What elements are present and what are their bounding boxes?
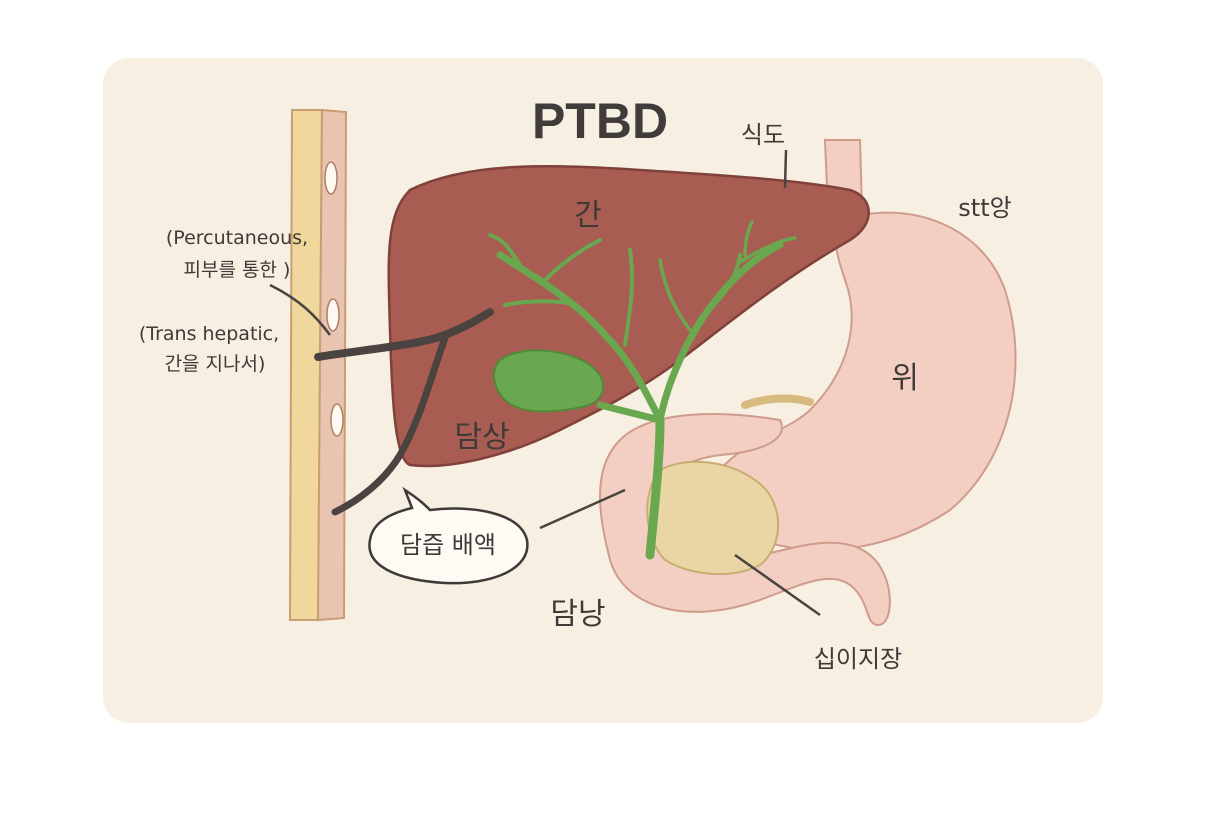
bile-ducts [488,220,797,560]
label-bile-drainage: 담즙 배액 [400,531,496,559]
label-stomach: 위 [891,361,919,396]
label-gallbladder-bottom: 담낭 [550,597,605,632]
label-gallbladder-left: 담상 [454,420,509,455]
diagram-title: PTBD [532,93,668,149]
label-percutaneous-en: (Percutaneous, [166,227,308,249]
label-transhepatic-ko: 간을 지나서) [165,353,266,375]
body-wall [288,108,348,622]
label-liver: 간 [574,198,602,233]
label-esophagus: 식도 [741,121,785,149]
label-pylorus: stt앙 [958,194,1011,222]
label-transhepatic-en: (Trans hepatic, [139,323,279,345]
pointer-lines [269,149,821,617]
drainage-bubble [368,486,529,585]
ptbd-catheter [314,308,494,516]
gallbladder-shape [493,349,605,413]
label-percutaneous-ko: 피부를 통한 ) [184,259,291,281]
label-duodenum: 십이지장 [814,645,902,673]
